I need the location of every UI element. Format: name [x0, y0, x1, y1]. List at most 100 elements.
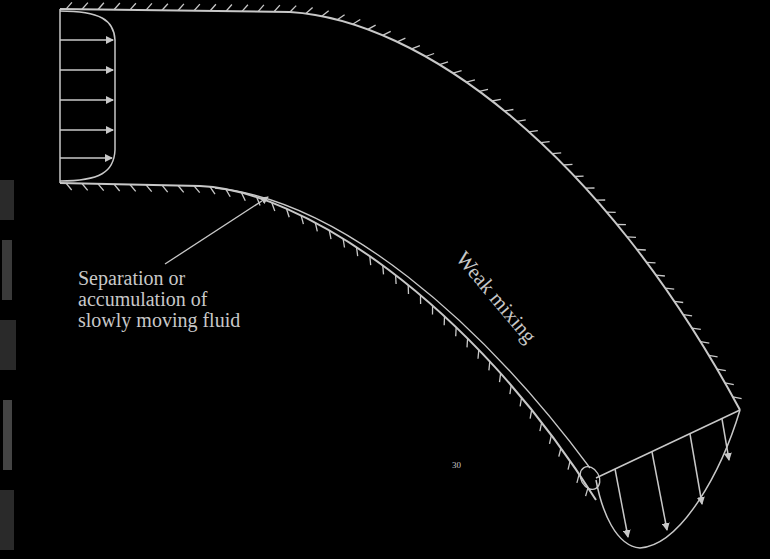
hatch-tick [550, 435, 552, 444]
hatch-tick [146, 3, 152, 10]
hatch-tick [82, 184, 88, 191]
hatch-tick [701, 342, 710, 343]
hatch-tick [274, 5, 280, 12]
hatch-tick [568, 461, 570, 470]
hatch-tick [466, 80, 475, 82]
figure-mark: 30 [452, 460, 461, 470]
hatch-tick [146, 185, 152, 192]
hatch-tick [395, 275, 397, 284]
hatch-tick [453, 71, 462, 74]
hatch-tick [586, 488, 588, 497]
hatch-tick [488, 362, 490, 371]
hatch-tick [290, 6, 296, 12]
hatch-tick [552, 152, 561, 154]
hatch-tick [306, 8, 313, 14]
hatch-tick [343, 239, 344, 248]
hatch-tick [492, 99, 501, 101]
hatch-tick [272, 203, 275, 211]
hatch-tick [426, 54, 434, 57]
hatch-tick [408, 285, 410, 294]
hatch-tick [194, 186, 200, 193]
hatch-tick [258, 5, 264, 12]
exit-section [596, 410, 740, 478]
hatch-tick [692, 328, 701, 329]
hatch-tick [596, 199, 605, 200]
hatch-tick [66, 183, 72, 190]
hatch-tick [226, 5, 232, 12]
inner-wall [60, 183, 596, 500]
hatch-tick [665, 288, 674, 289]
scan-artifact [0, 180, 16, 550]
vortex [576, 463, 604, 493]
hatch-tick [530, 410, 532, 419]
hatch-tick [114, 3, 120, 10]
separation-layer [215, 188, 590, 468]
hatch-tick [194, 4, 200, 11]
hatch-tick [241, 193, 245, 201]
hatch-tick [162, 4, 168, 11]
hatch-tick [301, 215, 303, 224]
hatch-tick [529, 131, 538, 132]
hatch-tick [178, 186, 184, 193]
hatch-tick [130, 185, 136, 192]
hatch-tick [575, 175, 584, 177]
hatch-tick [98, 184, 104, 191]
hatch-tick [500, 373, 501, 382]
hatch-tick [412, 46, 420, 49]
hatch-tick [733, 397, 742, 399]
hatch-tick [162, 185, 168, 192]
hatch-tick [98, 3, 104, 10]
hatch-tick [541, 141, 550, 143]
hatch-tick [329, 230, 331, 239]
exit-profile [596, 410, 740, 548]
hatch-tick [444, 316, 446, 325]
hatch-tick [322, 11, 329, 17]
hatch-tick [455, 327, 457, 336]
hatch-tick [709, 355, 718, 357]
hatch-tick [564, 164, 573, 166]
hatch-tick [210, 4, 216, 11]
hatch-tick [432, 306, 433, 315]
velocity-arrows [615, 419, 729, 537]
hatch-tick [383, 31, 391, 35]
hatch-tick [353, 20, 361, 25]
inlet-profile [60, 11, 115, 181]
hatch-tick [382, 266, 384, 275]
hatch-tick [627, 236, 636, 238]
hatch-tick [559, 448, 561, 457]
hatch-tick [656, 275, 665, 277]
hatch-tick [577, 474, 579, 483]
annotation: Weak mixing [450, 247, 541, 349]
hatch-tick [520, 398, 522, 407]
hatch-tick [337, 15, 344, 20]
hatch-tick [287, 209, 290, 218]
leader-line [165, 197, 268, 264]
hatch-tick [420, 295, 421, 304]
hatch-tick [114, 184, 120, 191]
hatch-tick [479, 89, 488, 91]
hatch-tick [586, 187, 595, 188]
hatch-tick [717, 369, 726, 371]
hatch-tick [517, 120, 526, 121]
hatch-tick [466, 339, 468, 348]
hatch-tick [477, 350, 479, 359]
hatch-tick [637, 249, 646, 251]
hatch-tick [607, 212, 616, 213]
hatch-tick [82, 3, 88, 10]
hatch-tick [440, 62, 449, 65]
inlet-section [59, 9, 61, 183]
hatch-tick [369, 256, 371, 265]
hatch-tick [130, 3, 136, 10]
velocity-arrows [60, 40, 113, 158]
hatch-tick [647, 262, 656, 264]
hatch-tick [66, 2, 72, 9]
annotation: Separation or accumulation of slowly mov… [78, 268, 256, 331]
wall-hatching [66, 2, 742, 496]
hatch-tick [725, 383, 734, 385]
hatch-tick [540, 422, 542, 431]
hatch-tick [210, 187, 215, 194]
hatch-tick [242, 5, 248, 12]
hatch-tick [357, 247, 358, 256]
hatch-tick [617, 224, 626, 225]
hatch-tick [683, 315, 692, 316]
